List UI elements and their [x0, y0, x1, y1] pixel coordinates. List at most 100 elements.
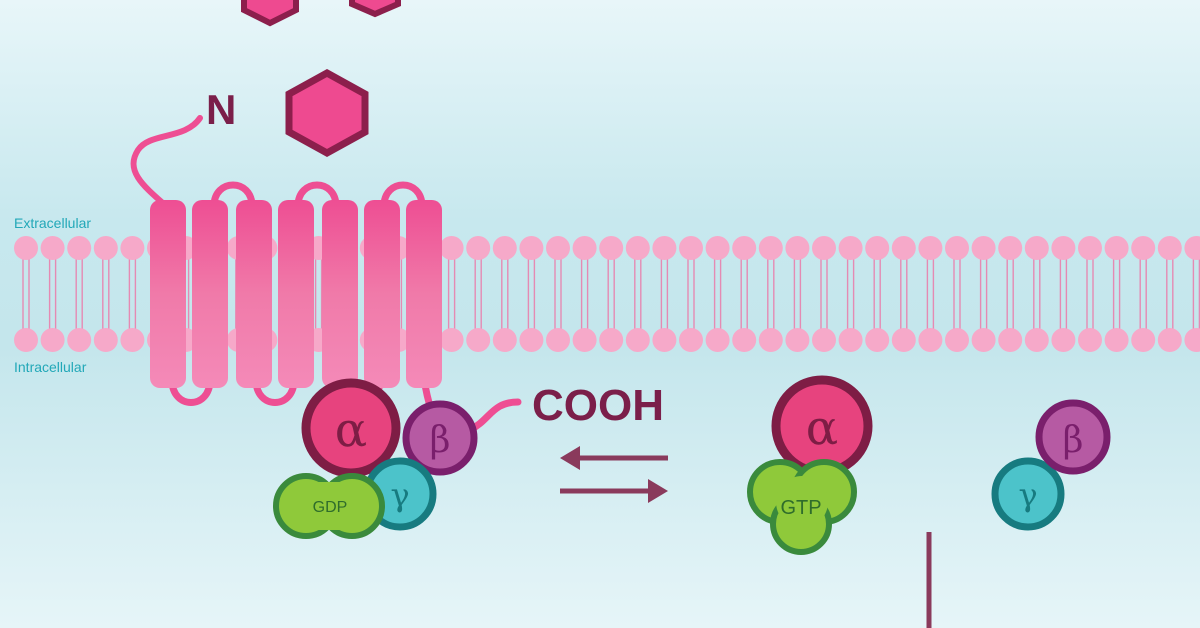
lipid-bilayer	[14, 236, 1200, 352]
lipid-tail-pair	[953, 258, 961, 330]
lipid-head	[732, 236, 757, 260]
lipid-head	[1104, 236, 1129, 260]
lipid-tail-pair	[1086, 258, 1094, 330]
gdp-nucleotide: GDP	[273, 473, 385, 539]
lipid-head	[492, 328, 517, 352]
lipid-head	[546, 236, 570, 260]
transmembrane-helix	[364, 200, 400, 388]
lipid-head	[439, 236, 464, 260]
lipid-head	[1131, 328, 1156, 352]
lipid-head	[40, 328, 65, 352]
lipid-head	[732, 328, 757, 352]
gamma-label: γ	[390, 476, 409, 514]
lipid-head	[67, 236, 92, 260]
intracellular-label: Intracellular	[14, 359, 87, 375]
lipid-head	[1051, 236, 1076, 260]
lipid-head	[625, 328, 650, 352]
beta-label: β	[430, 420, 451, 461]
lipid-head	[1131, 236, 1156, 260]
lipid-tail-pair	[75, 258, 83, 330]
g-beta-gamma: γ β	[991, 399, 1111, 531]
lipid-tail-pair	[1192, 258, 1200, 330]
beta-label: β	[1063, 420, 1084, 461]
lipid-tail-pair	[22, 258, 30, 330]
lipid-head	[705, 236, 730, 260]
lipid-tail-pair	[846, 258, 855, 330]
lipid-head	[812, 328, 836, 352]
lipid-head	[546, 328, 570, 352]
lipid-head	[918, 328, 943, 352]
lipid-head	[599, 236, 624, 260]
lipid-head	[1157, 236, 1182, 260]
lipid-head	[67, 328, 92, 352]
lipid-head	[93, 236, 118, 260]
lipid-head	[120, 236, 145, 260]
lipid-head	[838, 236, 863, 260]
lipid-head	[572, 236, 597, 260]
lipid-head	[466, 328, 491, 352]
lipid-tail-pair	[1112, 258, 1121, 330]
lipid-tail-pair	[474, 258, 482, 330]
lipid-tail-pair	[900, 258, 908, 330]
lipid-tail-pair	[1139, 258, 1147, 330]
lipid-head	[519, 236, 544, 260]
lipid-head	[758, 328, 783, 352]
alpha-label: α	[335, 402, 367, 458]
lipid-tail-pair	[1006, 258, 1014, 330]
transmembrane-helices	[150, 200, 442, 388]
lipid-head	[998, 328, 1023, 352]
transmembrane-helix	[406, 200, 442, 388]
lipid-tail-pair	[660, 258, 669, 330]
lipid-head	[679, 328, 703, 352]
lipid-head	[998, 236, 1023, 260]
lipid-head	[838, 328, 863, 352]
lipid-tail-pair	[48, 258, 57, 330]
ligand-hexagon	[285, 69, 369, 157]
lipid-head	[1078, 236, 1102, 260]
lipid-head	[1184, 328, 1200, 352]
lipid-head	[14, 328, 38, 352]
lipid-tail-pair	[580, 258, 589, 330]
alpha-label: α	[806, 400, 838, 456]
lipid-head	[93, 328, 118, 352]
lipid-head	[945, 236, 969, 260]
ligand-hexagon	[349, 0, 401, 18]
gamma-label: γ	[1018, 476, 1037, 514]
lipid-tail-pair	[128, 258, 137, 330]
lipid-head	[625, 236, 650, 260]
lipid-head	[945, 328, 969, 352]
beta-subunit	[402, 400, 478, 476]
lipid-head	[865, 236, 890, 260]
lipid-tail-pair	[767, 258, 775, 330]
gtp-nucleotide: GTP	[747, 459, 857, 555]
lipid-tail-pair	[102, 258, 110, 330]
lipid-head	[971, 236, 996, 260]
transmembrane-helix	[322, 200, 358, 388]
lipid-tail-pair	[1059, 258, 1068, 330]
lipid-head	[14, 236, 38, 260]
c-terminus-label: COOH	[532, 381, 664, 430]
lipid-tail-pair	[979, 258, 988, 330]
g-alpha-gtp: α GTP	[747, 375, 873, 555]
beta-subunit	[1035, 399, 1111, 475]
lipid-head	[812, 236, 836, 260]
lipid-head	[652, 236, 677, 260]
lipid-head	[1024, 236, 1049, 260]
lipid-head	[971, 328, 996, 352]
lipid-tail-pair	[1033, 258, 1041, 330]
transmembrane-helix	[150, 200, 186, 388]
lipid-tail-pair	[873, 258, 881, 330]
lipid-head	[519, 328, 544, 352]
lipid-head	[1104, 328, 1129, 352]
transmembrane-helix	[278, 200, 314, 388]
lipid-tail-pair	[501, 258, 509, 330]
lipid-head	[572, 328, 597, 352]
lipid-head	[652, 328, 677, 352]
lipid-head	[120, 328, 145, 352]
alpha-subunit	[301, 378, 401, 478]
lipid-head	[1051, 328, 1076, 352]
extracellular-label: Extracellular	[14, 215, 91, 231]
lipid-tail-pair	[1166, 258, 1174, 330]
g-protein-complex-bound: β α γ GDP	[273, 378, 478, 539]
